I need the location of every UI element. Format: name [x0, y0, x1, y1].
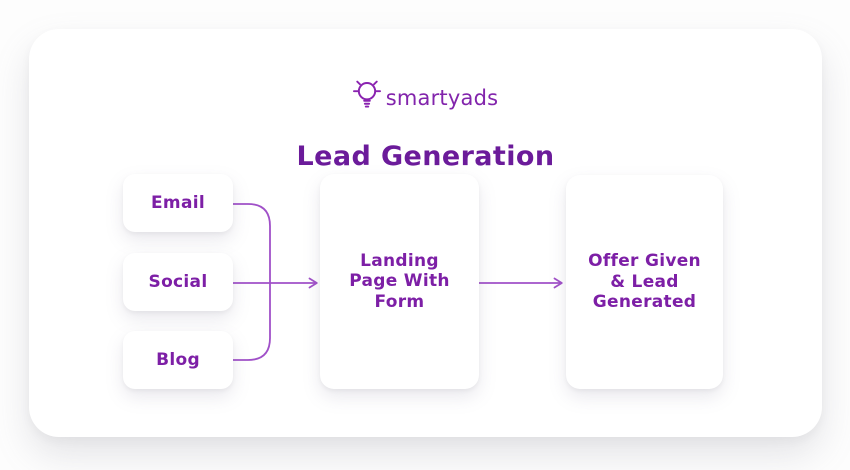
page-title: Lead Generation	[296, 141, 555, 172]
node-label: Social	[148, 271, 208, 292]
node-label-line: Page With	[349, 271, 450, 292]
node-label-line: Offer Given	[588, 251, 701, 272]
node-landing-page: Landing Page With Form	[320, 174, 479, 389]
node-label-line: Landing	[360, 250, 439, 271]
brand-name: smartyads	[385, 86, 499, 110]
brand-logo: smartyads	[29, 77, 822, 114]
node-social: Social	[123, 253, 233, 311]
lightbulb-icon	[352, 77, 381, 114]
node-blog: Blog	[123, 331, 233, 389]
node-label-line: & Lead	[610, 271, 679, 292]
node-label: Email	[151, 192, 205, 213]
node-label-line: Form	[374, 291, 425, 312]
node-label: Blog	[156, 349, 200, 370]
node-offer-lead: Offer Given & Lead Generated	[566, 175, 723, 389]
node-label-line: Generated	[592, 292, 697, 313]
node-email: Email	[123, 174, 233, 232]
